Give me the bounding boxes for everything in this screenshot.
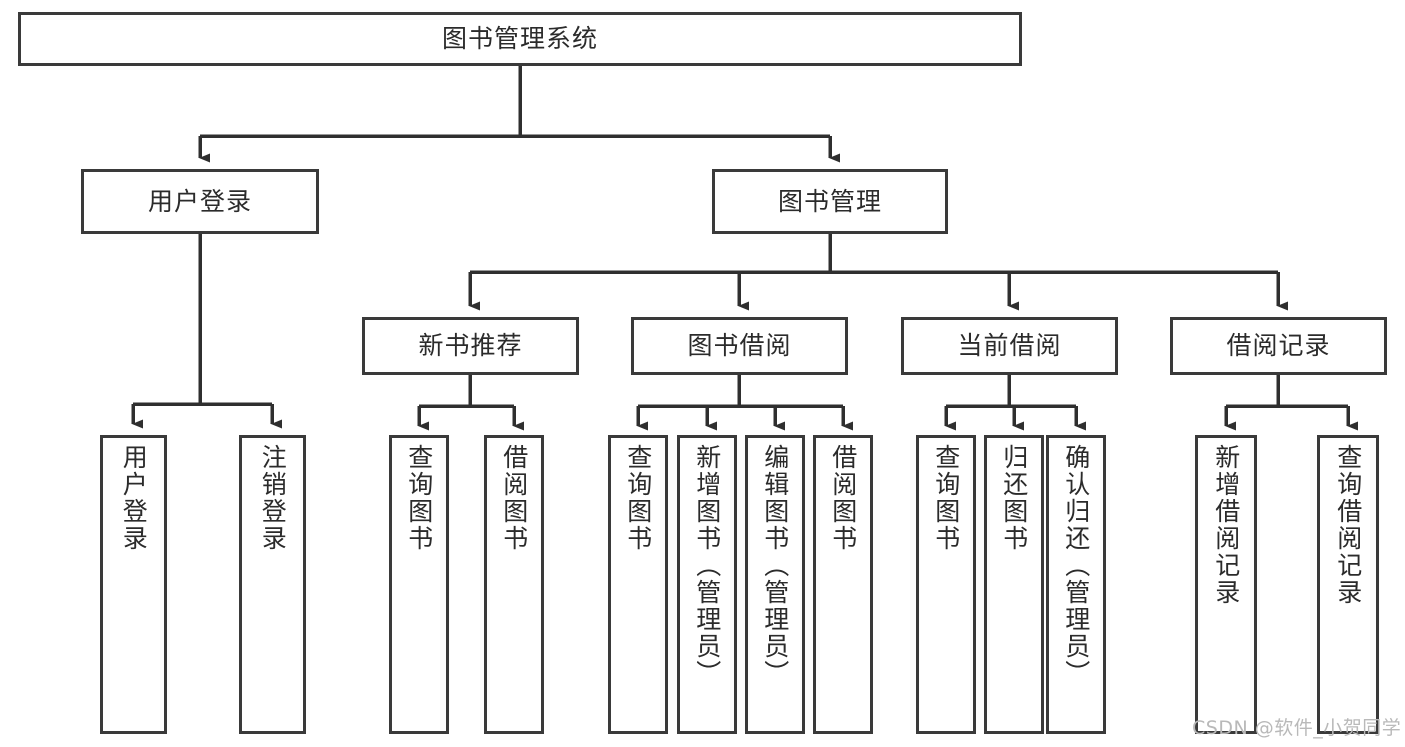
node-add-borrow-record[interactable]: 新增借阅记录 — [1195, 435, 1257, 734]
node-confirm-return-admin-label: 确认归还（管理员） — [1061, 444, 1091, 687]
node-borrow-book-2[interactable]: 借阅图书 — [813, 435, 873, 734]
csdn-watermark: CSDN @软件_小贺同学 — [1192, 717, 1402, 739]
node-query-borrow-record-label: 查询借阅记录 — [1333, 444, 1363, 606]
node-borrow-record[interactable]: 借阅记录 — [1170, 317, 1387, 375]
node-root-label: 图书管理系统 — [441, 24, 598, 54]
node-add-borrow-record-label: 新增借阅记录 — [1211, 444, 1241, 606]
node-user-logout-label: 注销登录 — [258, 444, 288, 552]
node-user-login-do[interactable]: 用户登录 — [100, 435, 167, 734]
node-current-borrow-label: 当前借阅 — [957, 331, 1062, 361]
node-confirm-return-admin[interactable]: 确认归还（管理员） — [1046, 435, 1106, 734]
node-edit-book-admin[interactable]: 编辑图书（管理员） — [745, 435, 805, 734]
node-query-book-2-label: 查询图书 — [623, 444, 653, 552]
node-query-book-2[interactable]: 查询图书 — [608, 435, 668, 734]
node-borrow-book-1[interactable]: 借阅图书 — [484, 435, 544, 734]
node-book-management[interactable]: 图书管理 — [712, 169, 948, 234]
node-edit-book-admin-label: 编辑图书（管理员） — [760, 444, 790, 687]
node-return-book-label: 归还图书 — [999, 444, 1029, 552]
node-current-borrow[interactable]: 当前借阅 — [901, 317, 1118, 375]
node-borrow-book-1-label: 借阅图书 — [499, 444, 529, 552]
node-new-book-recommend[interactable]: 新书推荐 — [362, 317, 579, 375]
node-borrow-book-2-label: 借阅图书 — [828, 444, 858, 552]
node-return-book[interactable]: 归还图书 — [984, 435, 1044, 734]
node-user-login-do-label: 用户登录 — [119, 444, 149, 552]
node-add-book-admin-label: 新增图书（管理员） — [692, 444, 722, 687]
node-book-borrow[interactable]: 图书借阅 — [631, 317, 848, 375]
node-query-book-3[interactable]: 查询图书 — [916, 435, 976, 734]
node-query-book-1[interactable]: 查询图书 — [389, 435, 449, 734]
node-book-management-label: 图书管理 — [777, 186, 882, 216]
node-user-login[interactable]: 用户登录 — [81, 169, 319, 234]
node-new-book-recommend-label: 新书推荐 — [418, 331, 523, 361]
node-root[interactable]: 图书管理系统 — [18, 12, 1022, 66]
node-user-logout[interactable]: 注销登录 — [239, 435, 306, 734]
node-query-book-1-label: 查询图书 — [404, 444, 434, 552]
node-user-login-label: 用户登录 — [147, 186, 252, 216]
node-query-book-3-label: 查询图书 — [931, 444, 961, 552]
node-query-borrow-record[interactable]: 查询借阅记录 — [1317, 435, 1379, 734]
node-borrow-record-label: 借阅记录 — [1226, 331, 1331, 361]
node-book-borrow-label: 图书借阅 — [687, 331, 792, 361]
node-add-book-admin[interactable]: 新增图书（管理员） — [677, 435, 737, 734]
